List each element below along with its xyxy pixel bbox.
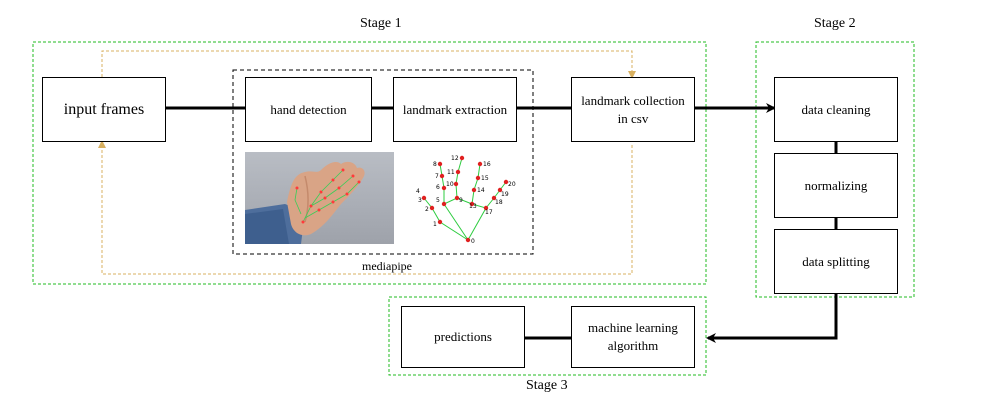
stage1-container — [32, 41, 707, 285]
landmark-num-6: 6 — [436, 184, 440, 191]
landmark-num-15: 15 — [481, 175, 489, 182]
landmark-num-10: 10 — [446, 181, 454, 188]
input-frames-node: input frames — [42, 77, 166, 142]
landmark-collection-node: landmark collection in csv — [571, 77, 695, 142]
landmark-num-5: 5 — [436, 197, 440, 204]
landmark-num-17: 17 — [485, 209, 493, 216]
hand-detection-text: hand detection — [270, 101, 347, 117]
landmark-num-4: 4 — [416, 188, 420, 195]
landmark-num-8: 8 — [433, 161, 437, 168]
landmark-extraction-node: landmark extraction — [393, 77, 517, 142]
landmark-num-16: 16 — [483, 161, 491, 168]
mediapipe-label: mediapipe — [362, 259, 412, 273]
machine-learning-text-line2: algorithm — [607, 338, 659, 353]
landmark-num-1: 1 — [433, 221, 437, 228]
landmark-num-12: 12 — [451, 155, 459, 162]
landmark-extraction-text: landmark extraction — [402, 101, 508, 117]
landmark-num-11: 11 — [447, 169, 455, 176]
data-cleaning-text: data cleaning — [801, 101, 871, 117]
stage3-label: Stage 3 — [526, 378, 568, 393]
data-splitting-node: data splitting — [774, 229, 898, 294]
landmark-num-14: 14 — [477, 187, 485, 194]
landmark-num-19: 19 — [501, 191, 509, 198]
landmark-num-18: 18 — [495, 199, 503, 206]
machine-learning-node: machine learning algorithm — [571, 306, 695, 368]
landmark-collection-text-line1: landmark collection — [581, 92, 685, 108]
stage1-label: Stage 1 — [360, 16, 402, 31]
stage2-label: Stage 2 — [814, 16, 856, 31]
landmark-num-2: 2 — [425, 206, 429, 213]
predictions-text: predictions — [434, 329, 492, 344]
landmark-num-0: 0 — [471, 238, 475, 245]
landmark-num-20: 20 — [508, 181, 516, 188]
landmark-points — [421, 155, 509, 243]
machine-learning-text-line1: machine learning — [588, 320, 678, 335]
arrow-splitting-ml — [706, 294, 838, 343]
landmark-collection-text-line2: in csv — [617, 110, 649, 126]
input-frames-text: input frames — [63, 100, 145, 118]
normalizing-node: normalizing — [774, 153, 898, 218]
normalizing-text: normalizing — [804, 177, 868, 193]
landmark-num-13: 13 — [469, 203, 477, 210]
feedback-arrow-top — [101, 50, 636, 79]
landmark-num-3: 3 — [418, 197, 422, 204]
predictions-node: predictions — [401, 306, 525, 368]
feedback-arrow-bottom — [98, 140, 633, 275]
landmark-num-9: 9 — [459, 197, 463, 204]
hand-photo-image — [245, 152, 394, 244]
landmark-num-7: 7 — [435, 173, 439, 180]
data-splitting-text: data splitting — [802, 253, 870, 269]
mediapipe-container — [232, 69, 534, 255]
data-cleaning-node: data cleaning — [774, 77, 898, 142]
hand-landmark-diagram: 0 1 2 3 4 5 6 7 8 9 10 11 12 13 14 15 16… — [416, 155, 516, 245]
hand-detection-node: hand detection — [245, 77, 372, 142]
